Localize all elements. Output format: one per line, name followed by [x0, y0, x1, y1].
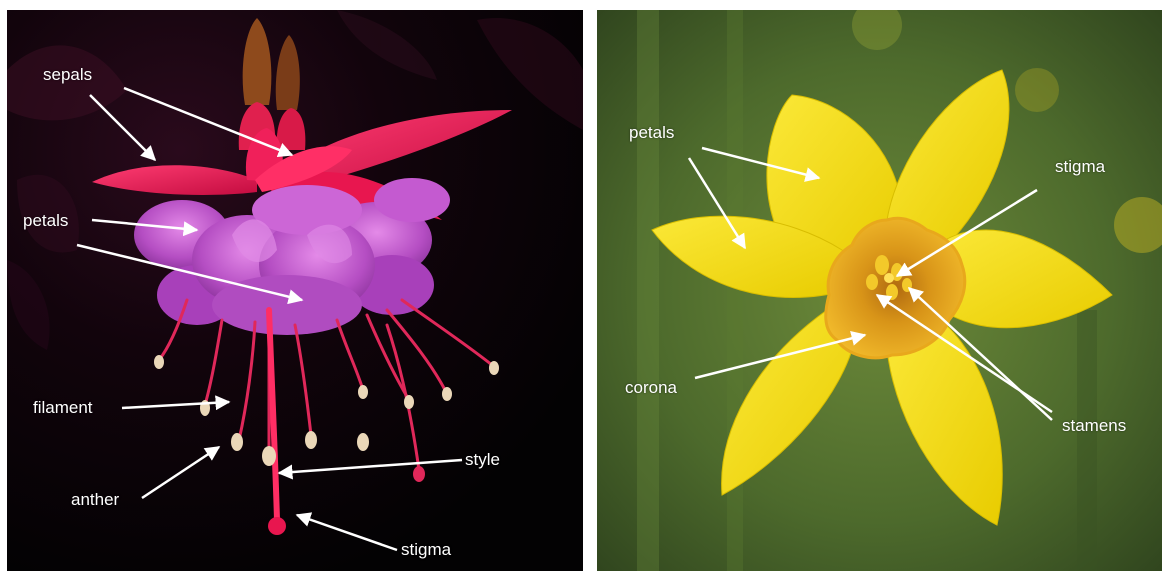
label-stamens: stamens — [1062, 416, 1126, 436]
label-petals-daffodil: petals — [629, 123, 674, 143]
label-sepals: sepals — [43, 65, 92, 85]
label-petals: petals — [23, 211, 68, 231]
fuchsia-photo-panel: sepals petals filament anther style stig… — [7, 10, 583, 571]
daffodil-stigma — [884, 273, 894, 283]
daffodil-illustration — [597, 10, 1162, 571]
fuchsia-illustration — [7, 10, 583, 571]
label-style: style — [465, 450, 500, 470]
label-anther: anther — [71, 490, 119, 510]
label-stigma: stigma — [401, 540, 451, 560]
label-corona: corona — [625, 378, 677, 398]
fuchsia-stigma — [268, 517, 286, 535]
daffodil-photo-panel: petals stigma corona stamens — [597, 10, 1162, 571]
fuchsia-petals — [134, 178, 450, 335]
label-stigma-daffodil: stigma — [1055, 157, 1105, 177]
label-filament: filament — [33, 398, 93, 418]
